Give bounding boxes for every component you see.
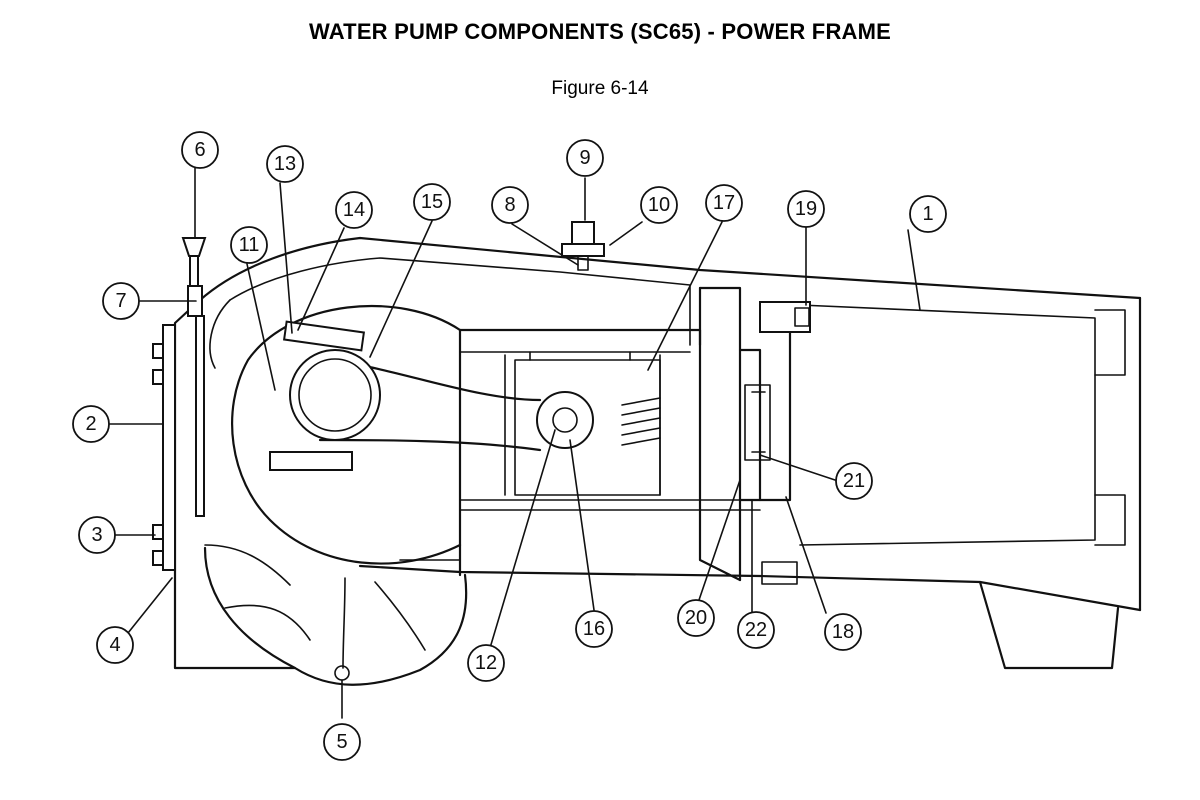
svg-text:22: 22 [745, 619, 767, 641]
callout-16: 16 [575, 610, 613, 648]
callout-10: 10 [640, 186, 678, 224]
callout-22: 22 [737, 611, 775, 649]
callout-8: 8 [491, 186, 529, 224]
svg-text:5: 5 [336, 731, 347, 753]
drain-plug [334, 665, 350, 681]
power-frame-housing [173, 236, 1142, 686]
svg-text:15: 15 [421, 191, 443, 213]
leader-lines [109, 167, 921, 719]
callout-21: 21 [835, 462, 873, 500]
callout-2: 2 [72, 405, 110, 443]
callout-4: 4 [96, 626, 134, 664]
svg-text:19: 19 [795, 198, 817, 220]
callout-17: 17 [705, 184, 743, 222]
fitting-19 [759, 301, 811, 333]
callout-20: 20 [677, 599, 715, 637]
svg-text:3: 3 [91, 524, 102, 546]
callout-19: 19 [787, 190, 825, 228]
callout-14: 14 [335, 191, 373, 229]
svg-text:2: 2 [85, 413, 96, 435]
figure-label: Figure 6-14 [551, 78, 649, 99]
svg-text:13: 13 [274, 153, 296, 175]
callout-15: 15 [413, 183, 451, 221]
dipstick [181, 237, 207, 517]
svg-text:17: 17 [713, 192, 735, 214]
callout-5: 5 [323, 723, 361, 761]
cover-plate [152, 324, 176, 571]
breather-cap [561, 221, 605, 271]
svg-text:1: 1 [922, 203, 933, 225]
svg-text:18: 18 [832, 621, 854, 643]
svg-text:11: 11 [239, 234, 260, 256]
svg-text:7: 7 [115, 290, 126, 312]
callout-6: 6 [181, 131, 219, 169]
svg-text:20: 20 [685, 607, 707, 629]
diagram-title: WATER PUMP COMPONENTS (SC65) - POWER FRA… [308, 19, 892, 44]
svg-text:16: 16 [583, 618, 605, 640]
svg-text:12: 12 [475, 652, 497, 674]
callout-9: 9 [566, 139, 604, 177]
svg-text:9: 9 [579, 147, 590, 169]
svg-text:8: 8 [504, 194, 515, 216]
svg-text:10: 10 [648, 194, 670, 216]
callout-3: 3 [78, 516, 116, 554]
svg-text:21: 21 [843, 470, 865, 492]
connecting-rod [269, 320, 594, 471]
callout-12: 12 [467, 644, 505, 682]
svg-text:4: 4 [109, 634, 120, 656]
svg-text:6: 6 [194, 139, 205, 161]
callout-11: 11 [230, 226, 268, 264]
svg-text:14: 14 [343, 199, 365, 221]
callout-1: 1 [909, 195, 947, 233]
callout-7: 7 [102, 282, 140, 320]
callout-18: 18 [824, 613, 862, 651]
callout-13: 13 [266, 145, 304, 183]
